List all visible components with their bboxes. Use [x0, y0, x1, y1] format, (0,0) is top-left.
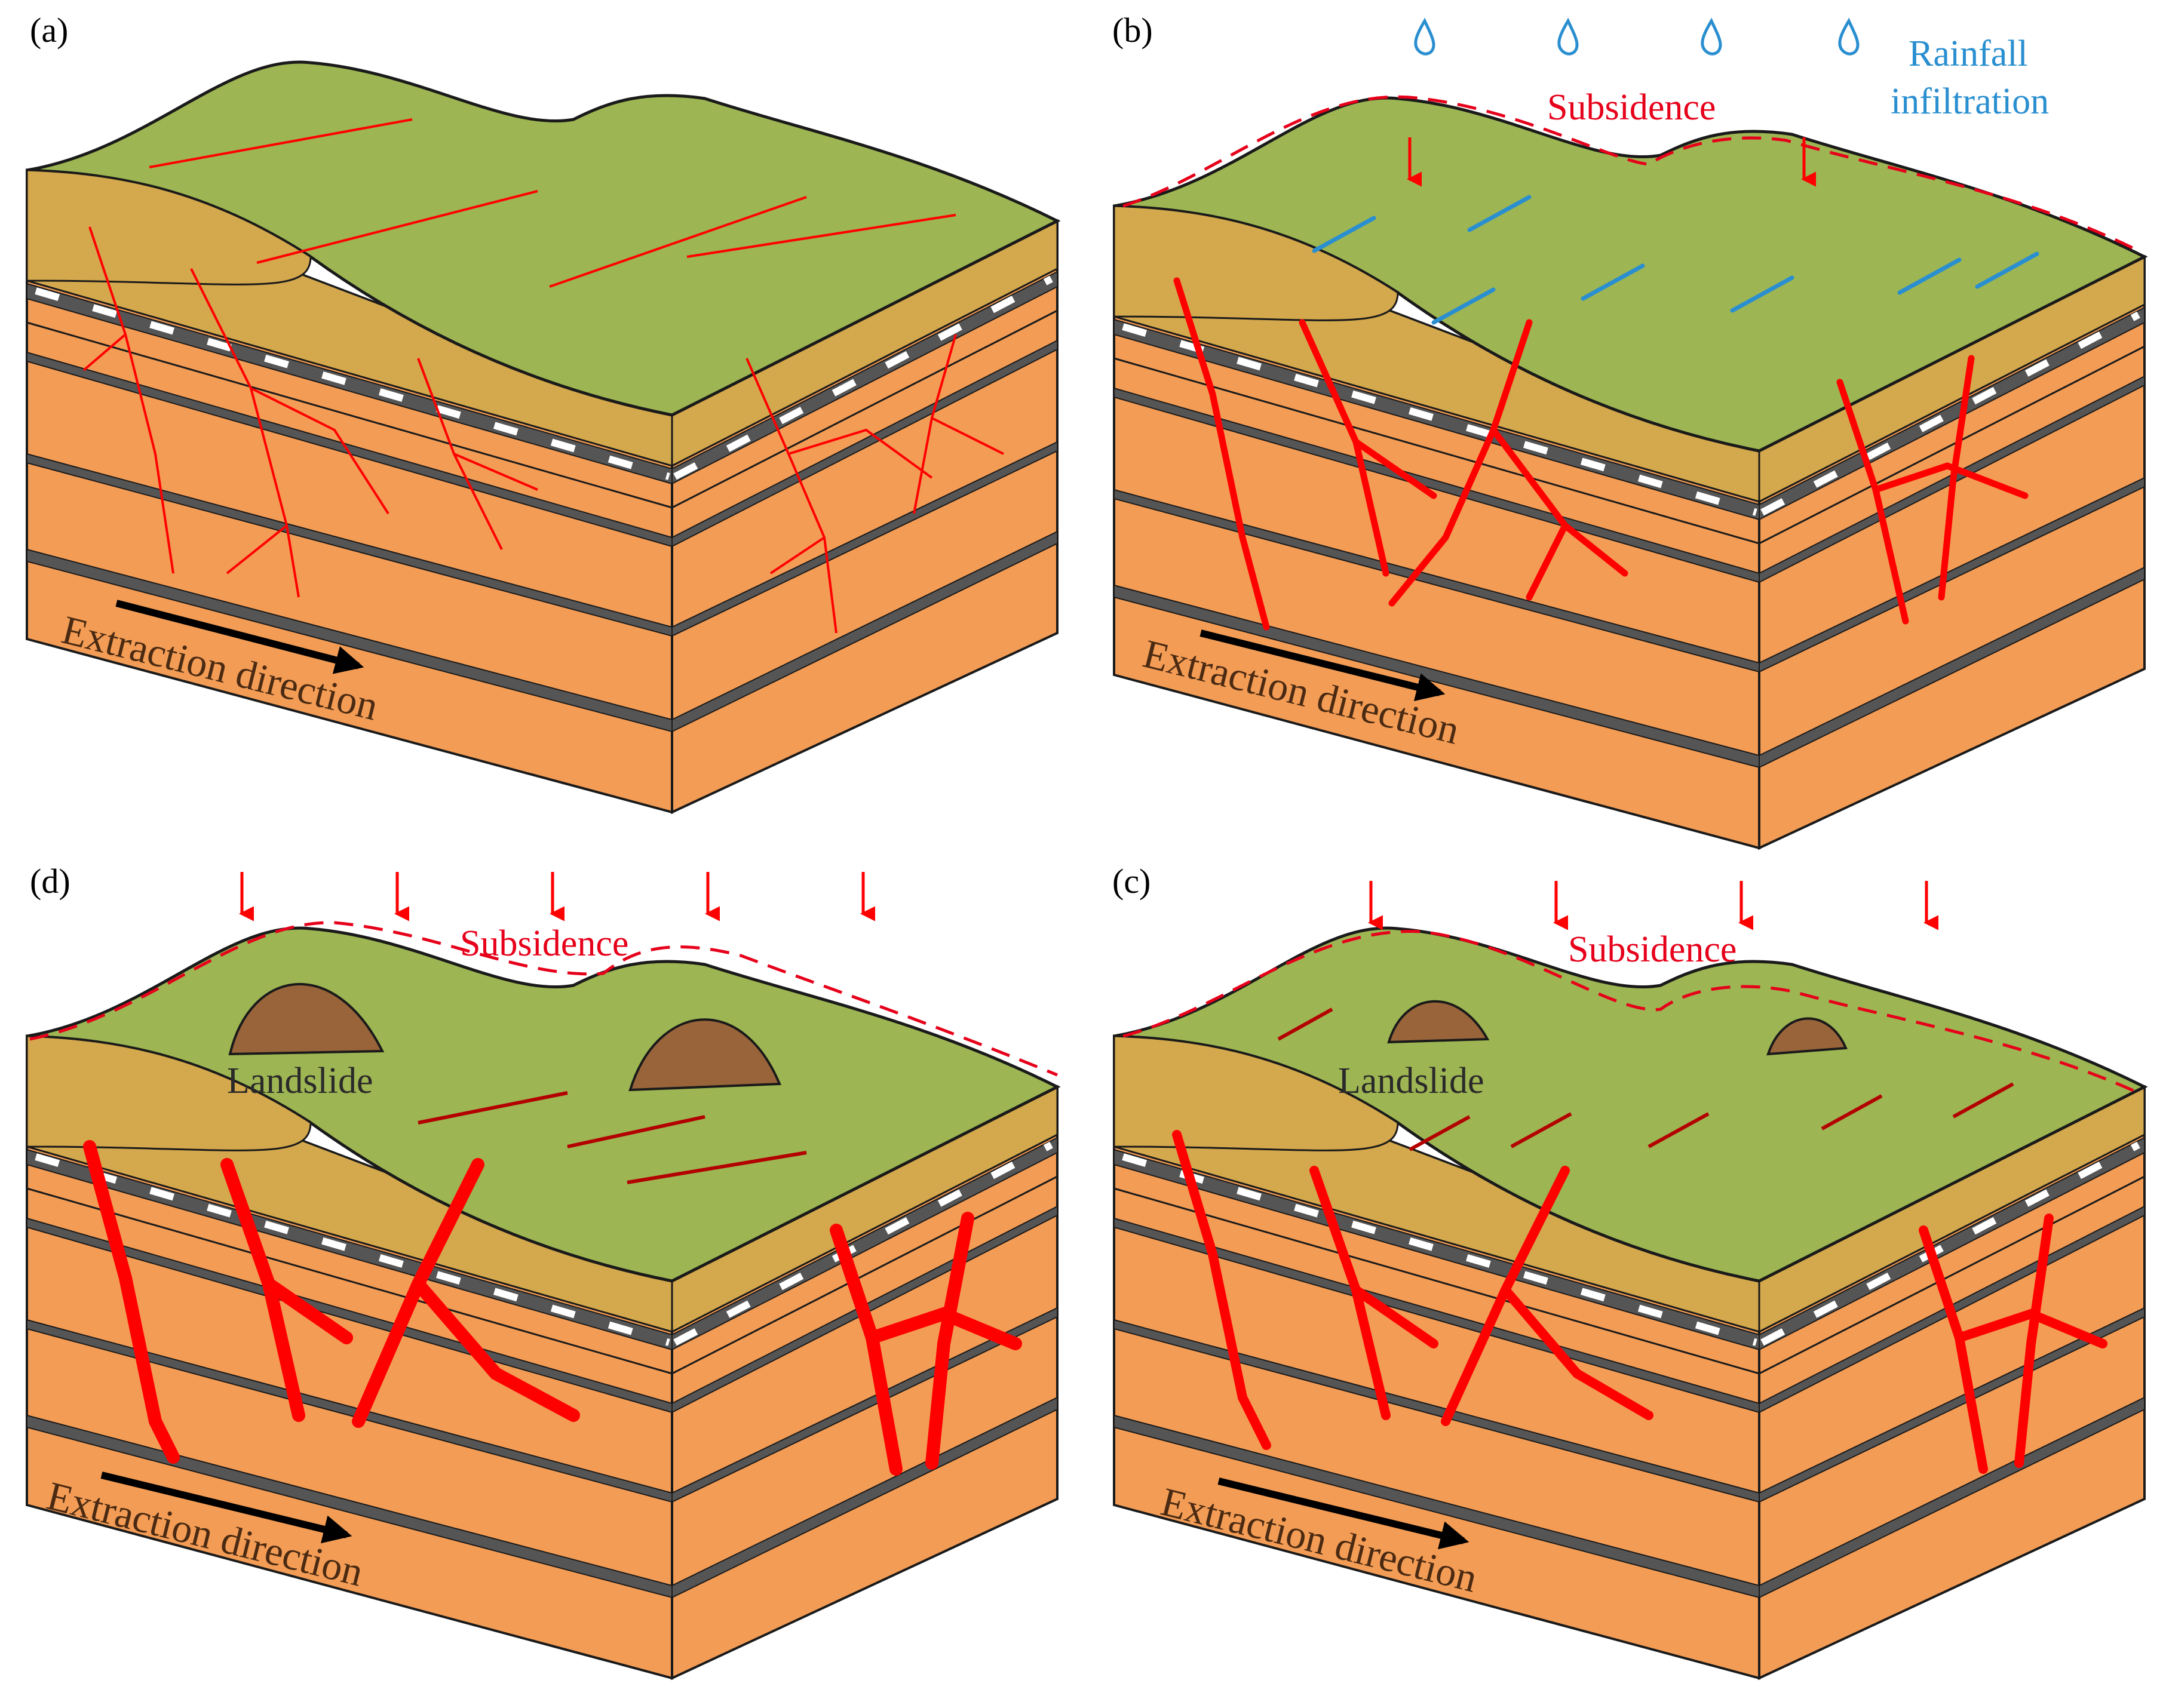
- panel-label: (c): [1112, 862, 1151, 901]
- fracture-network: [82, 226, 1004, 634]
- subsidence-label: Subsidence: [1547, 87, 1716, 128]
- surface-cracks: [418, 1091, 807, 1184]
- subsidence-label: Subsidence: [1568, 929, 1737, 970]
- block-diagram: [27, 928, 1057, 1678]
- rainfall-label: Rainfall: [1909, 33, 2028, 74]
- panel-label: (d): [30, 862, 70, 901]
- panel-a: (a): [27, 11, 1057, 812]
- block-diagram: [27, 62, 1057, 812]
- surface-cracks: [1277, 1007, 2014, 1151]
- landslide-mound: [228, 983, 1848, 1092]
- panel-c: (c): [1112, 862, 2144, 1678]
- extraction-direction-arrow: [100, 600, 1469, 1550]
- rainfall-label: infiltration: [1891, 81, 2049, 122]
- surface-cracks: [1312, 195, 2039, 325]
- panel-b: (b): [1112, 11, 2144, 848]
- fracture-network: [83, 1140, 1022, 1476]
- subsidence-profile: [29, 95, 2140, 1095]
- panel-label: (a): [30, 11, 68, 50]
- panel-label: (b): [1112, 11, 1153, 50]
- subsidence-label: Subsidence: [460, 923, 628, 964]
- surface-cracks: [149, 118, 956, 288]
- landslide-label: Landslide: [1338, 1061, 1484, 1101]
- block-diagram: [1114, 98, 2144, 848]
- panel-d: (d): [27, 862, 1057, 1678]
- landslide-label: Landslide: [227, 1061, 373, 1101]
- fracture-network: [1172, 1130, 2107, 1474]
- raindrop-icon: [1414, 17, 1860, 56]
- subsidence-arrows: [239, 137, 1938, 930]
- fracture-network: [1173, 277, 2029, 631]
